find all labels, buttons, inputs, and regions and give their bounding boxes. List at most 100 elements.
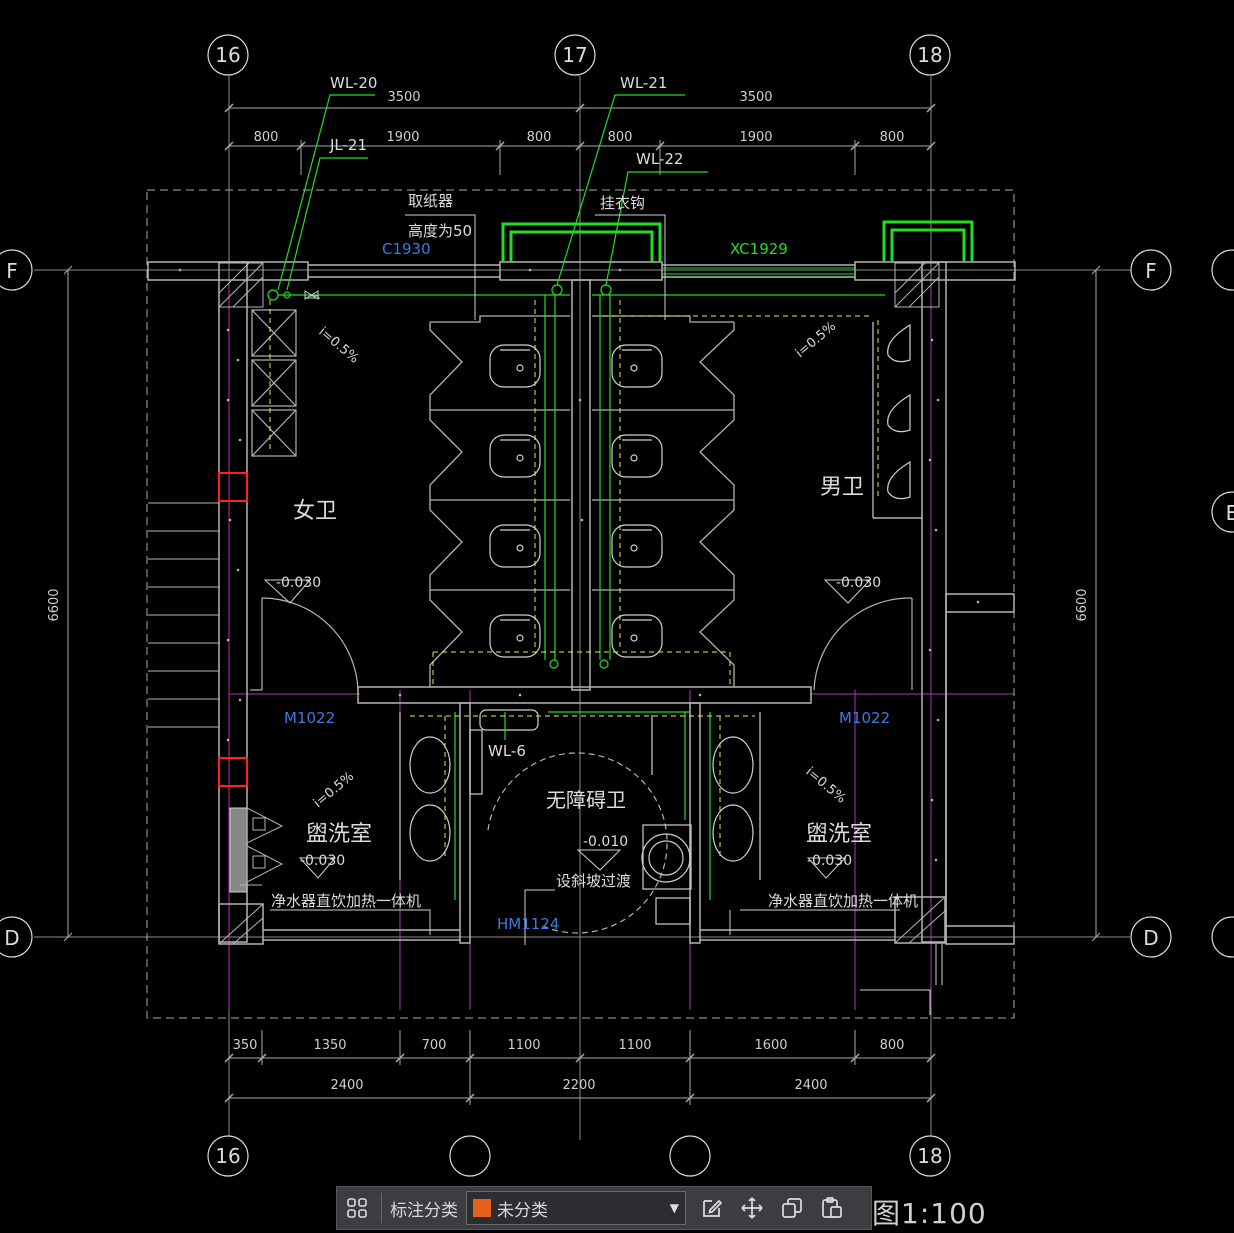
dim-top-seg-4: 800 bbox=[608, 130, 633, 145]
label-slope-left: i=0.5% bbox=[315, 325, 361, 367]
wash-basins bbox=[399, 709, 761, 925]
label-elev-right: -0.030 bbox=[836, 575, 881, 591]
dim-top-seg-2: 1900 bbox=[386, 130, 419, 145]
label-wl22: WL-22 bbox=[636, 150, 683, 168]
label-wl21: WL-21 bbox=[620, 74, 667, 92]
label-mens: 男卫 bbox=[820, 475, 864, 500]
label-elev-left: -0.030 bbox=[276, 575, 321, 591]
paste-icon bbox=[822, 1197, 842, 1218]
label-hm1124: HM1124 bbox=[497, 915, 559, 933]
doors bbox=[250, 597, 913, 934]
labels: WL-20 JL-21 WL-21 WL-22 取纸器 高度为50 挂衣钩 C1… bbox=[271, 74, 918, 933]
toilet-l4 bbox=[489, 614, 541, 658]
dim-bot-seg-3: 700 bbox=[422, 1038, 447, 1053]
dim-right-height: 6600 bbox=[1075, 588, 1090, 621]
top-dimensions bbox=[224, 103, 936, 175]
grid-lines bbox=[34, 76, 1130, 1140]
dim-bot-total-2: 2200 bbox=[562, 1078, 595, 1093]
axis-left-f: F bbox=[6, 259, 18, 283]
wall-texture bbox=[178, 268, 980, 862]
label-womens: 女卫 bbox=[293, 499, 337, 524]
label-wl6: WL-6 bbox=[488, 742, 526, 760]
edit-icon bbox=[703, 1199, 723, 1217]
category-label: 标注分类 bbox=[390, 1200, 458, 1221]
side-dimensions bbox=[63, 265, 1101, 942]
category-color-swatch bbox=[473, 1199, 491, 1217]
window-frames bbox=[501, 220, 974, 262]
toolbar-separator bbox=[381, 1193, 382, 1223]
annotation-toolbar: 标注分类 未分类 ▼ bbox=[336, 1186, 872, 1230]
top-dimension-texts: 3500 3500 800 1900 800 800 1900 800 bbox=[254, 90, 905, 145]
axis-right-f: F bbox=[1145, 259, 1157, 283]
axis-right-d: D bbox=[1143, 926, 1158, 950]
move-button[interactable] bbox=[732, 1188, 772, 1228]
squat-toilets bbox=[489, 344, 663, 658]
drain-pipes bbox=[267, 94, 885, 900]
dim-top-total-2: 3500 bbox=[739, 90, 772, 105]
dim-top-seg-1: 800 bbox=[254, 130, 279, 145]
dim-left-height: 6600 bbox=[47, 588, 62, 621]
label-wash-elev-left: -0.030 bbox=[300, 853, 345, 869]
label-slope-wash-left: i=0.5% bbox=[311, 769, 357, 811]
axis-left-d: D bbox=[4, 926, 19, 950]
grid-apps-icon bbox=[347, 1198, 367, 1218]
label-slope-wash-right: i=0.5% bbox=[802, 765, 848, 807]
axis-right-e: E bbox=[1226, 501, 1234, 525]
mop-sinks bbox=[251, 309, 297, 457]
toilet-l3 bbox=[489, 524, 541, 568]
label-water-left: 净水器直饮加热一体机 bbox=[271, 892, 421, 910]
water-supply-lines bbox=[269, 300, 879, 860]
label-wash-right: 盥洗室 bbox=[806, 822, 872, 847]
dim-top-seg-5: 1900 bbox=[739, 130, 772, 145]
drawing-scale: 图1:100 bbox=[872, 1197, 987, 1230]
dim-bot-seg-6: 1600 bbox=[754, 1038, 787, 1053]
annotation-leaders bbox=[263, 214, 943, 1015]
label-accessible: 无障碍卫 bbox=[546, 788, 626, 812]
chevron-down-icon: ▼ bbox=[669, 1201, 679, 1215]
bottom-dimensions bbox=[224, 1030, 936, 1105]
label-c1930: C1930 bbox=[382, 240, 431, 258]
paste-button[interactable] bbox=[812, 1188, 852, 1228]
label-hook: 挂衣钩 bbox=[600, 194, 645, 212]
dim-top-total-1: 3500 bbox=[387, 90, 420, 105]
grid-apps-button[interactable] bbox=[337, 1188, 377, 1228]
category-selected-value: 未分类 bbox=[497, 1200, 548, 1221]
dim-bot-total-1: 2400 bbox=[330, 1078, 363, 1093]
dim-bot-total-3: 2400 bbox=[794, 1078, 827, 1093]
dim-bot-seg-4: 1100 bbox=[507, 1038, 540, 1053]
highlight-markers bbox=[218, 472, 248, 787]
urinals bbox=[872, 322, 922, 519]
label-water-right: 净水器直饮加热一体机 bbox=[768, 892, 918, 910]
move-icon bbox=[741, 1197, 763, 1219]
copy-button[interactable] bbox=[772, 1188, 812, 1228]
label-m1022-left: M1022 bbox=[284, 709, 335, 727]
axis-bottom-16: 16 bbox=[215, 1144, 240, 1168]
copy-icon bbox=[782, 1198, 802, 1218]
bottom-dimension-texts: 350 1350 700 1100 1100 1600 800 2400 220… bbox=[233, 1038, 905, 1093]
label-jl21: JL-21 bbox=[329, 136, 367, 154]
dim-bot-seg-7: 800 bbox=[880, 1038, 905, 1053]
label-m1022-right: M1022 bbox=[839, 709, 890, 727]
exterior-steps bbox=[148, 502, 219, 728]
valve-symbol bbox=[304, 290, 319, 300]
label-xc1929: XC1929 bbox=[730, 240, 788, 258]
magenta-guides bbox=[228, 280, 1014, 1010]
edit-button[interactable] bbox=[692, 1188, 732, 1228]
walls bbox=[147, 261, 1016, 945]
cubicle-partitions bbox=[429, 315, 735, 687]
toilet-r2 bbox=[611, 434, 663, 478]
toilet-r4 bbox=[611, 614, 663, 658]
label-wash-left: 盥洗室 bbox=[306, 822, 372, 847]
category-select[interactable]: 未分类 ▼ bbox=[466, 1191, 686, 1225]
label-wash-elev-right: -0.030 bbox=[807, 853, 852, 869]
dim-bot-seg-5: 1100 bbox=[618, 1038, 651, 1053]
label-height: 高度为50 bbox=[408, 222, 472, 240]
water-purifier-units bbox=[229, 807, 284, 893]
toilet-r3 bbox=[611, 524, 663, 568]
window-line bbox=[662, 267, 855, 275]
axis-top-18: 18 bbox=[917, 43, 942, 67]
toilet-l1 bbox=[489, 344, 541, 388]
dim-bot-seg-1: 350 bbox=[233, 1038, 258, 1053]
axis-labels: 16 17 18 16 18 F D F E D bbox=[4, 43, 1234, 1168]
